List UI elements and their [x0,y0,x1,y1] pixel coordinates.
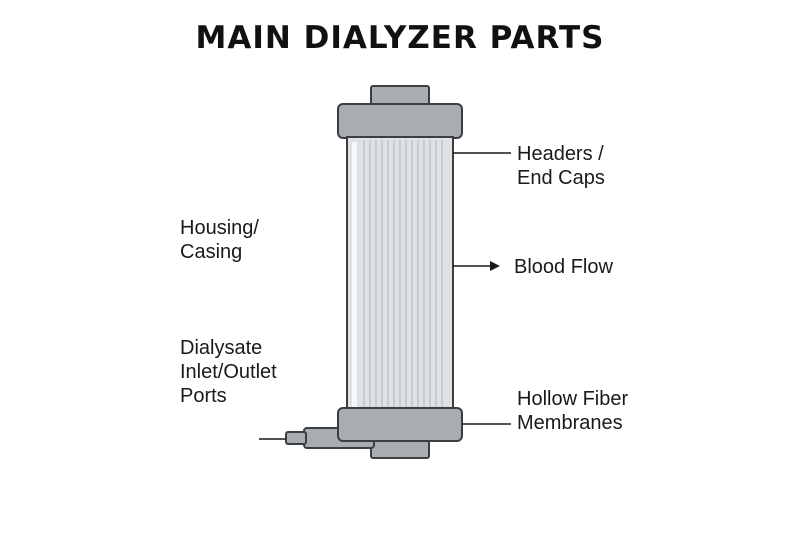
label-blood-flow: Blood Flow [514,255,613,279]
label-housing-line-2: Casing [180,241,243,263]
bottom-end-cap [337,407,463,442]
label-dialysate-ports: Dialysate Inlet/Outlet Ports [180,336,277,408]
side-port-nozzle [285,431,307,445]
label-hollow-fiber-line-1: Hollow Fiber [517,388,629,410]
diagram-title: MAIN DIALYZER PARTS [195,20,605,56]
label-housing-casing: Housing/ Casing [180,216,259,264]
label-hollow-fiber-line-2: Membranes [517,412,623,434]
top-end-cap [337,103,463,139]
label-headers-end-caps: Headers / End Caps [517,142,605,190]
blood-flow-arrow-head [490,261,500,271]
hollow-fiber-lines [363,140,443,410]
label-dialysate-line-1: Dialysate [180,337,263,359]
label-dialysate-line-2: Inlet/Outlet [180,361,277,383]
label-headers-line-2: End Caps [517,167,605,189]
label-dialysate-line-3: Ports [180,385,227,407]
label-headers-line-1: Headers / [517,143,604,165]
label-blood-flow-text: Blood Flow [514,256,613,278]
housing-highlight [352,142,357,408]
label-hollow-fiber-membranes: Hollow Fiber Membranes [517,387,628,435]
label-housing-line-1: Housing/ [180,217,259,239]
